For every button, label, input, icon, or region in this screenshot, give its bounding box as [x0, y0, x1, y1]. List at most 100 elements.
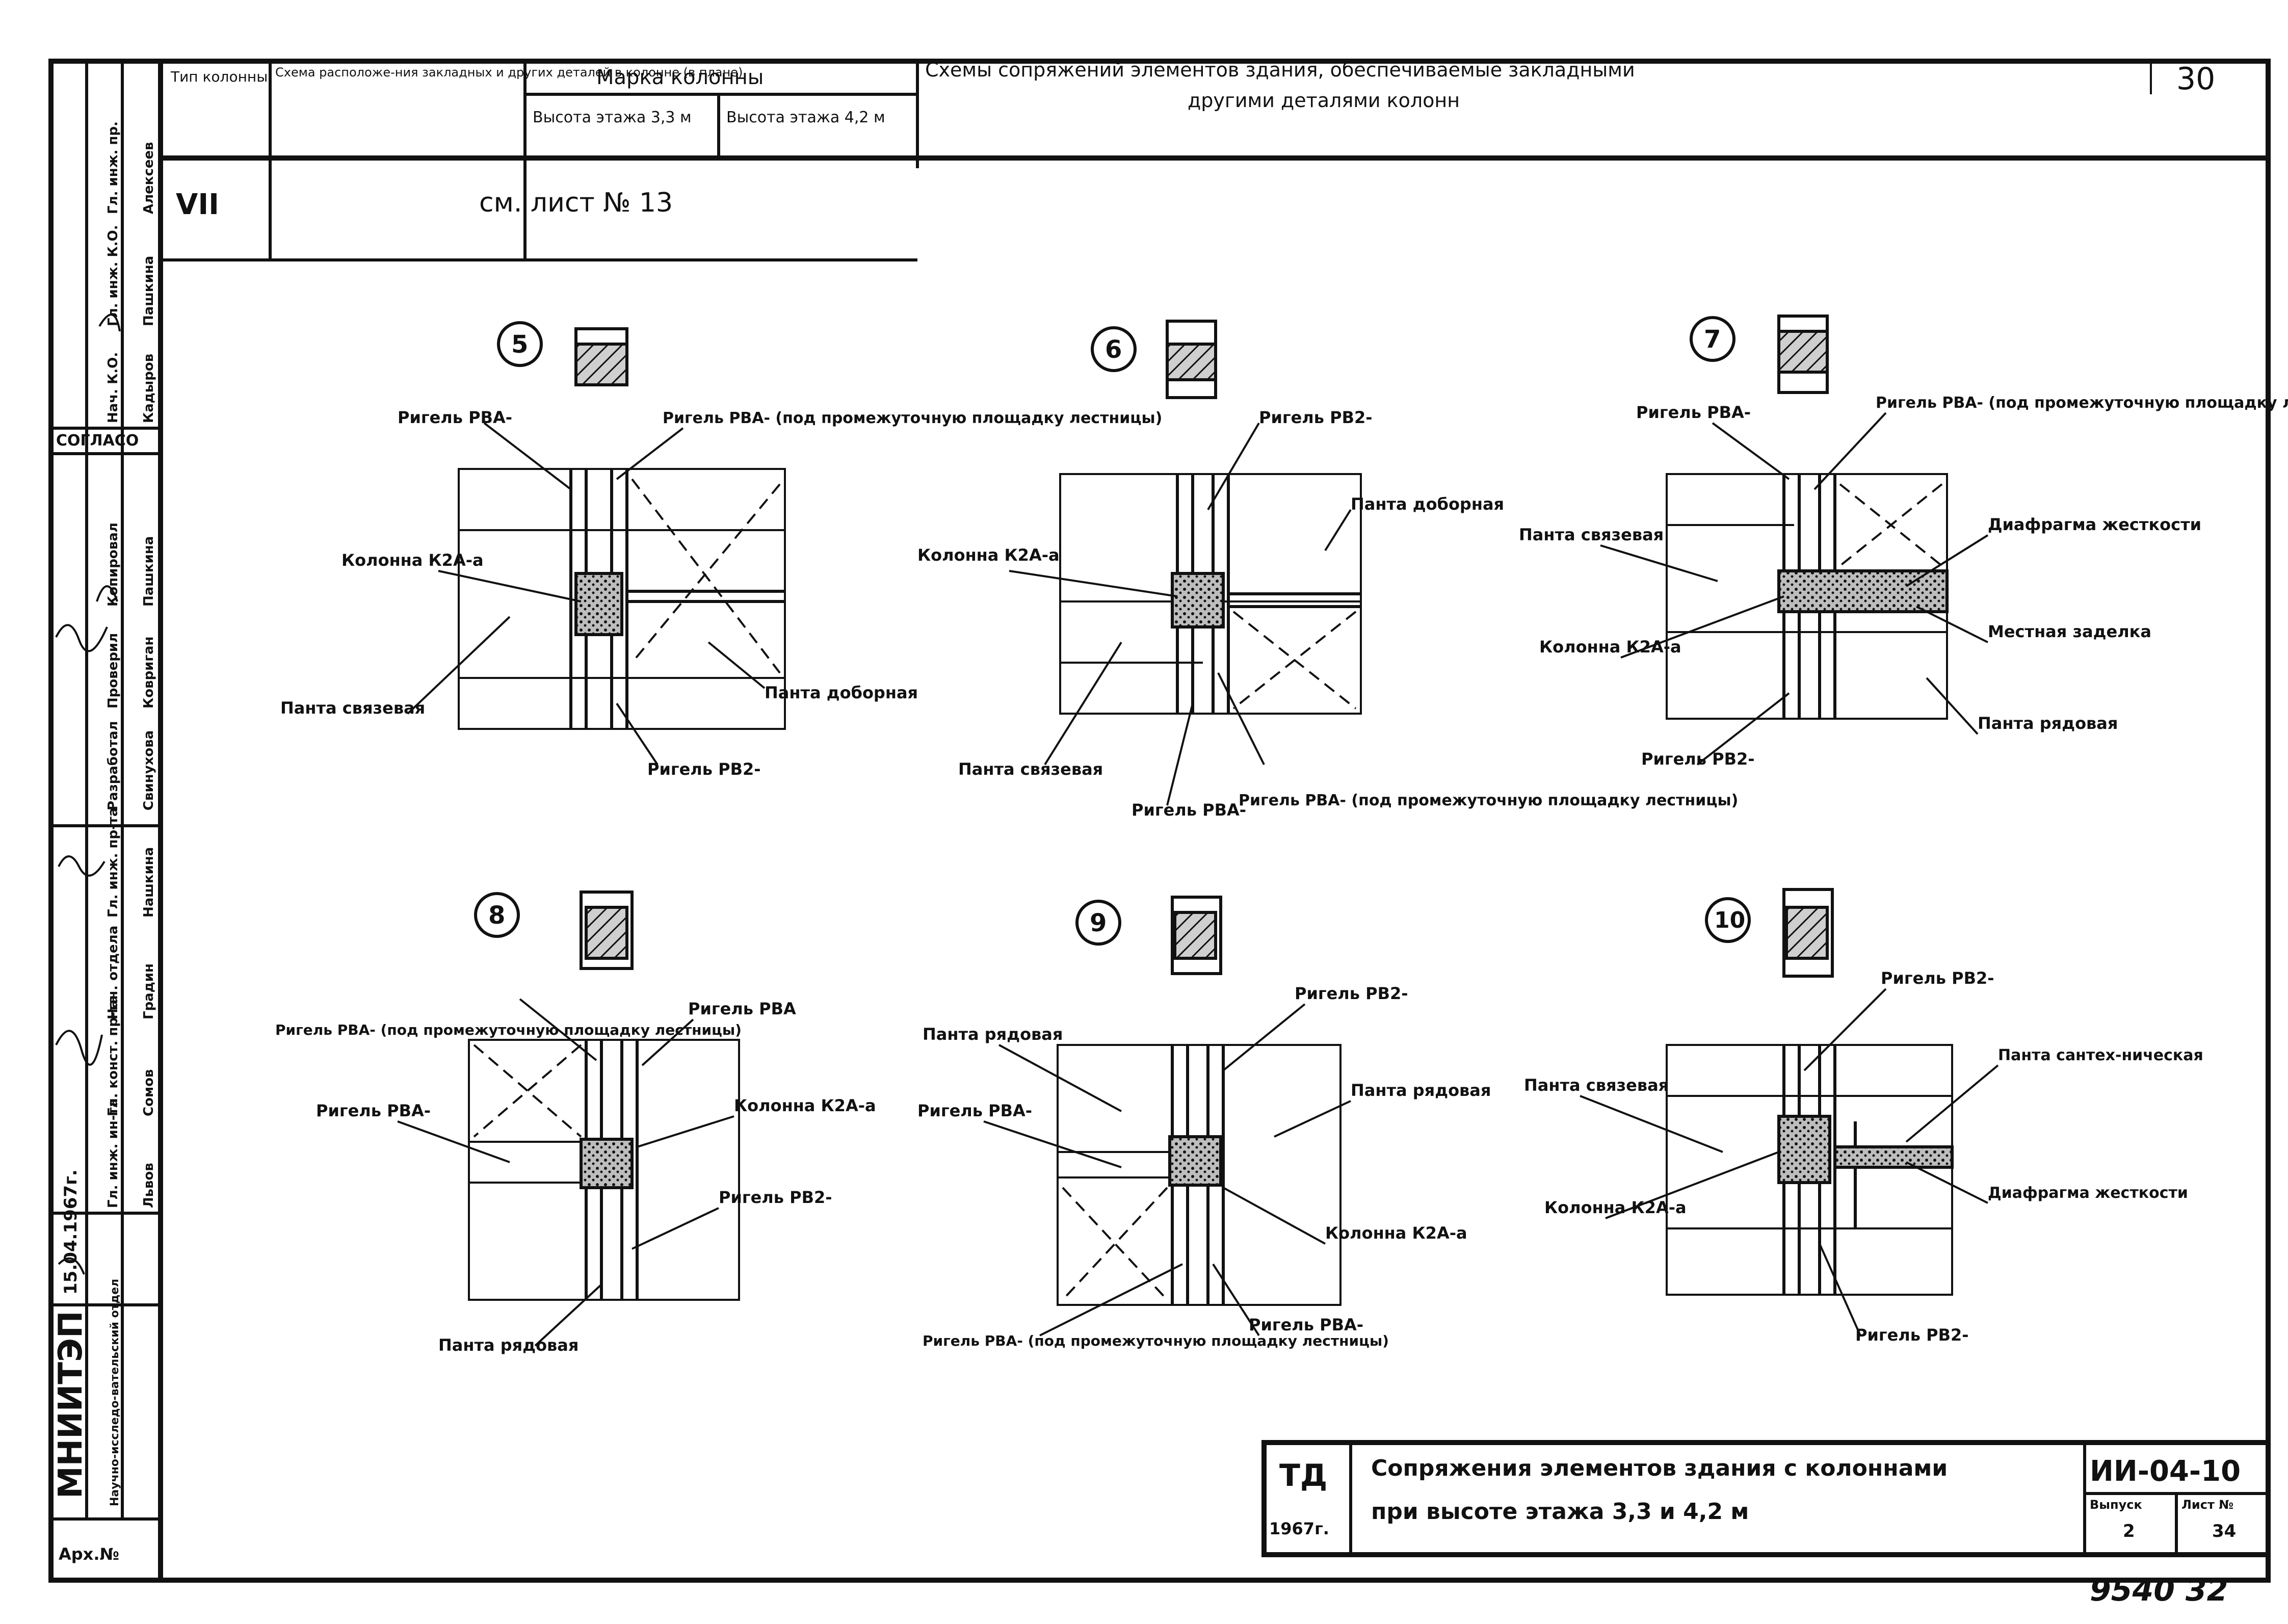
- stamp-role: Гл. инж. пр-та: [106, 807, 121, 918]
- diagram-label: Ригель РВА-: [398, 408, 512, 427]
- row-type: VII: [176, 188, 219, 221]
- stamp-role: Гл. инж. ин-та: [106, 1098, 121, 1208]
- diagram-10: 10 Ригель РВ2- Панта связевая Панта сант…: [1524, 888, 2203, 1345]
- title-block-issue: 2: [2123, 1521, 2135, 1541]
- diagram-label: Панта рядовая: [923, 1025, 1063, 1044]
- diagram-label: Колонна К2А-а: [917, 545, 1060, 565]
- sheet-frame: [48, 59, 2271, 1583]
- stamp-roles: Гл. инж. ин-та Гл. конст. пр-та Нач. отд…: [106, 121, 121, 1208]
- stamp-role: Гл. инж. пр.: [106, 121, 121, 214]
- diagram-number: 5: [511, 330, 528, 359]
- stamp-role: Гл. инж. К.О.: [106, 225, 121, 326]
- diagram-number: 7: [1704, 325, 1721, 354]
- diagram-label: Ригель РВА-: [316, 1101, 431, 1120]
- diagram-label: Колонна К2А-а: [1325, 1223, 1467, 1243]
- diagram-number: 8: [488, 901, 505, 930]
- stamp-name: Свинухова: [141, 730, 156, 810]
- diagram-label: Панта доборная: [1351, 494, 1504, 514]
- header-col-h42: Высота этажа 4,2 м: [726, 109, 885, 126]
- sheet-number: 30: [2176, 61, 2215, 97]
- stamp-date: 15.04.1967г.: [61, 1169, 81, 1295]
- diagram-label: Ригель РВ2-: [647, 759, 761, 779]
- diagram-number: 6: [1105, 335, 1122, 364]
- diagram-label: Ригель РВА: [688, 999, 796, 1018]
- title-block-sheet-label: Лист №: [2181, 1498, 2233, 1512]
- title-block: ТД 1967г. Сопряжения элементов здания с …: [1261, 1440, 2271, 1557]
- diagram-label: Ригель РВА-: [1636, 403, 1751, 422]
- diagram-label: Колонна К2А-а: [341, 551, 484, 570]
- diagram-label: Панта рядовая: [1978, 714, 2118, 733]
- title-block-line2: при высоте этажа 3,3 и 4,2 м: [1371, 1499, 1749, 1525]
- diagram-number: 10: [1714, 907, 1745, 933]
- diagram-label: Колонна К2А-а: [1539, 637, 1681, 657]
- diagram-label: Ригель РВА- (под промежуточную площадку …: [275, 1021, 742, 1038]
- diagram-label: Панта сантех-ническая: [1998, 1046, 2203, 1064]
- stamp-role: Проверил: [106, 633, 121, 709]
- diagram-label: Панта связевая: [1524, 1076, 1669, 1095]
- stamp-name: Пашкина: [141, 256, 156, 326]
- diagram-label: Панта связевая: [1519, 525, 1664, 544]
- diagram-label: Ригель РВА- (под промежуточную площадку …: [923, 1332, 1389, 1349]
- stamp-name: Градин: [141, 963, 156, 1019]
- side-stamp: СОГЛАСО МНИИТЭП Научно-исследо-вательски…: [48, 59, 163, 1583]
- diagram-7: 7 Ригель РВА- Ригель РВА- (под промежуто…: [1519, 315, 2288, 769]
- header-col-h33: Высота этажа 3,3 м: [533, 109, 692, 126]
- stamp-name: Ковриган: [141, 637, 156, 709]
- diagram-label: Местная заделка: [1988, 622, 2151, 641]
- signature-scribbles: [55, 313, 121, 1275]
- row-ref: см. лист № 13: [479, 188, 673, 218]
- diagram-label: Диафрагма жесткости: [1988, 515, 2201, 534]
- diagram-label: Ригель РВА- (под промежуточную площадку …: [663, 409, 1162, 427]
- stamp-name: Пашкина: [141, 536, 156, 607]
- header-title-line2: другими деталями колонн: [1188, 89, 1460, 112]
- title-block-year: 1967г.: [1269, 1519, 1329, 1538]
- footer-handwritten: 9540 32: [2090, 1573, 2228, 1608]
- stamp-name: Нашкина: [141, 847, 156, 918]
- stamp-name: Кадыров: [141, 354, 156, 423]
- stamp-agreed: СОГЛАСО: [56, 432, 139, 450]
- title-block-series: ИИ-04-10: [2090, 1455, 2241, 1488]
- diagram-label: Ригель РВА-: [1249, 1315, 1363, 1334]
- header-table: Тип колонны Схема расположе-ния закладны…: [161, 59, 2268, 261]
- stamp-role: Копировал: [106, 522, 121, 607]
- diagram-number: 9: [1090, 909, 1107, 937]
- diagram-6: 6 Ригель РВ2- Панта доборная Колонна К2А…: [917, 320, 1738, 820]
- title-block-code: ТД: [1279, 1458, 1327, 1494]
- title-block-line1: Сопряжения элементов здания с колоннами: [1371, 1455, 1948, 1481]
- header-col-mark: Марка колонны: [596, 66, 764, 89]
- stamp-archive: Арх.№: [59, 1544, 119, 1564]
- diagram-label: Ригель РВ2-: [1855, 1325, 1969, 1345]
- diagram-label: Панта рядовая: [438, 1335, 578, 1355]
- diagram-label: Ригель РВ2-: [1295, 984, 1408, 1003]
- diagram-label: Ригель РВА-: [917, 1101, 1032, 1120]
- diagram-label: Панта рядовая: [1351, 1081, 1491, 1100]
- title-block-sheet: 34: [2212, 1521, 2236, 1541]
- header-col-scheme: Схема расположе-ния закладных и других д…: [275, 65, 743, 80]
- diagram-label: Колонна К2А-а: [734, 1096, 876, 1115]
- diagram-label: Ригель РВ2-: [1259, 408, 1373, 427]
- diagram-label: Ригель РВ2-: [719, 1188, 832, 1207]
- stamp-org: МНИИТЭП: [52, 1311, 90, 1499]
- stamp-role: Нач. отдела: [106, 926, 121, 1019]
- stamp-name: Алексеев: [141, 142, 156, 214]
- stamp-role: Нач. К.О.: [106, 352, 121, 423]
- diagram-label: Панта доборная: [765, 683, 918, 702]
- diagram-5: 5 Ригель РВА- Ригель РВА- (под промежуто…: [280, 321, 1162, 779]
- stamp-role: Гл. конст. пр-та: [106, 996, 121, 1116]
- diagram-label: Ригель РВА-: [1132, 800, 1246, 820]
- stamp-role: Разработал: [106, 721, 121, 810]
- diagram-label: Ригель РВ2-: [1641, 749, 1755, 769]
- title-block-issue-label: Выпуск: [2090, 1498, 2142, 1512]
- diagram-8: 8 Ригель РВА- (под промежуточную площадк…: [275, 890, 876, 1355]
- diagram-label: Ригель РВА- (под промежуточную площадку …: [1876, 394, 2288, 412]
- diagram-label: Панта связевая: [958, 759, 1103, 779]
- diagram-9: 9 Панта рядовая Ригель РВ2- Ригель РВА- …: [917, 896, 1491, 1349]
- diagram-label: Ригель РВ2-: [1881, 968, 1994, 988]
- stamp-name: Львов: [141, 1163, 156, 1208]
- header-col-type: Тип колонны: [170, 68, 268, 85]
- diagram-label: Диафрагма жесткости: [1988, 1184, 2188, 1202]
- stamp-org-sub: Научно-исследо-вательский отдел: [109, 1279, 121, 1506]
- diagram-label: Панта связевая: [280, 698, 425, 718]
- stamp-name: Сомов: [141, 1069, 156, 1116]
